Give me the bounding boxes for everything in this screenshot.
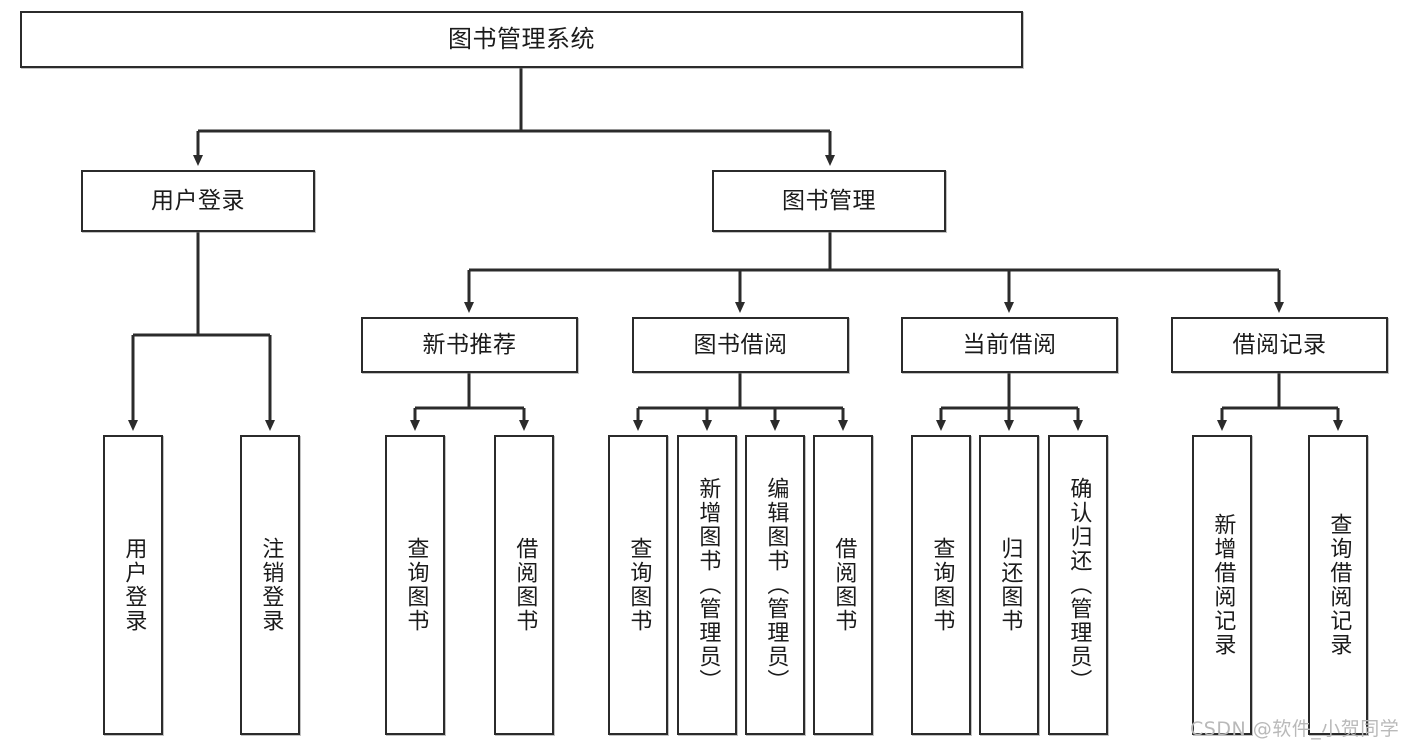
node-leaf-return-book-label: 归还图书: [997, 537, 1023, 633]
node-leaf-query-book-2-label: 查询图书: [626, 537, 652, 633]
node-leaf-edit-book-label: 编辑图书（管理员）: [763, 477, 789, 693]
node-leaf-borrow-book-2-label: 借阅图书: [831, 537, 857, 633]
node-book-manage[interactable]: 图书管理: [712, 170, 946, 232]
node-leaf-logout-label: 注销登录: [258, 537, 284, 633]
node-current-borrow[interactable]: 当前借阅: [901, 317, 1118, 373]
node-leaf-user-login-label: 用户登录: [121, 537, 147, 633]
node-leaf-query-book-3-label: 查询图书: [929, 537, 955, 633]
node-leaf-query-record[interactable]: 查询借阅记录: [1308, 435, 1368, 735]
node-leaf-add-book[interactable]: 新增图书（管理员）: [677, 435, 737, 735]
node-leaf-edit-book[interactable]: 编辑图书（管理员）: [745, 435, 805, 735]
node-borrow-record-label: 借阅记录: [1232, 331, 1327, 358]
node-new-book-recommend-label: 新书推荐: [422, 331, 517, 358]
node-leaf-query-book-1-label: 查询图书: [403, 537, 429, 633]
node-user-login-label: 用户登录: [151, 187, 245, 214]
node-leaf-logout[interactable]: 注销登录: [240, 435, 300, 735]
watermark: CSDN @软件_小贺同学: [1190, 718, 1400, 740]
node-leaf-user-login[interactable]: 用户登录: [103, 435, 163, 735]
node-leaf-query-book-2[interactable]: 查询图书: [608, 435, 668, 735]
node-leaf-borrow-book-2[interactable]: 借阅图书: [813, 435, 873, 735]
node-leaf-borrow-book-1-label: 借阅图书: [512, 537, 538, 633]
node-leaf-confirm-return[interactable]: 确认归还（管理员）: [1048, 435, 1108, 735]
node-leaf-borrow-book-1[interactable]: 借阅图书: [494, 435, 554, 735]
node-leaf-return-book[interactable]: 归还图书: [979, 435, 1039, 735]
node-current-borrow-label: 当前借阅: [962, 331, 1057, 358]
node-leaf-add-record[interactable]: 新增借阅记录: [1192, 435, 1252, 735]
node-root[interactable]: 图书管理系统: [20, 11, 1023, 68]
node-book-manage-label: 图书管理: [782, 187, 876, 214]
node-book-borrow[interactable]: 图书借阅: [632, 317, 849, 373]
node-user-login[interactable]: 用户登录: [81, 170, 315, 232]
node-book-borrow-label: 图书借阅: [693, 331, 788, 358]
node-leaf-query-book-3[interactable]: 查询图书: [911, 435, 971, 735]
node-root-label: 图书管理系统: [448, 24, 595, 53]
node-new-book-recommend[interactable]: 新书推荐: [361, 317, 578, 373]
node-leaf-confirm-return-label: 确认归还（管理员）: [1066, 477, 1092, 693]
node-leaf-add-record-label: 新增借阅记录: [1210, 513, 1236, 657]
node-borrow-record[interactable]: 借阅记录: [1171, 317, 1388, 373]
node-leaf-query-book-1[interactable]: 查询图书: [385, 435, 445, 735]
node-leaf-add-book-label: 新增图书（管理员）: [695, 477, 721, 693]
node-leaf-query-record-label: 查询借阅记录: [1326, 513, 1352, 657]
